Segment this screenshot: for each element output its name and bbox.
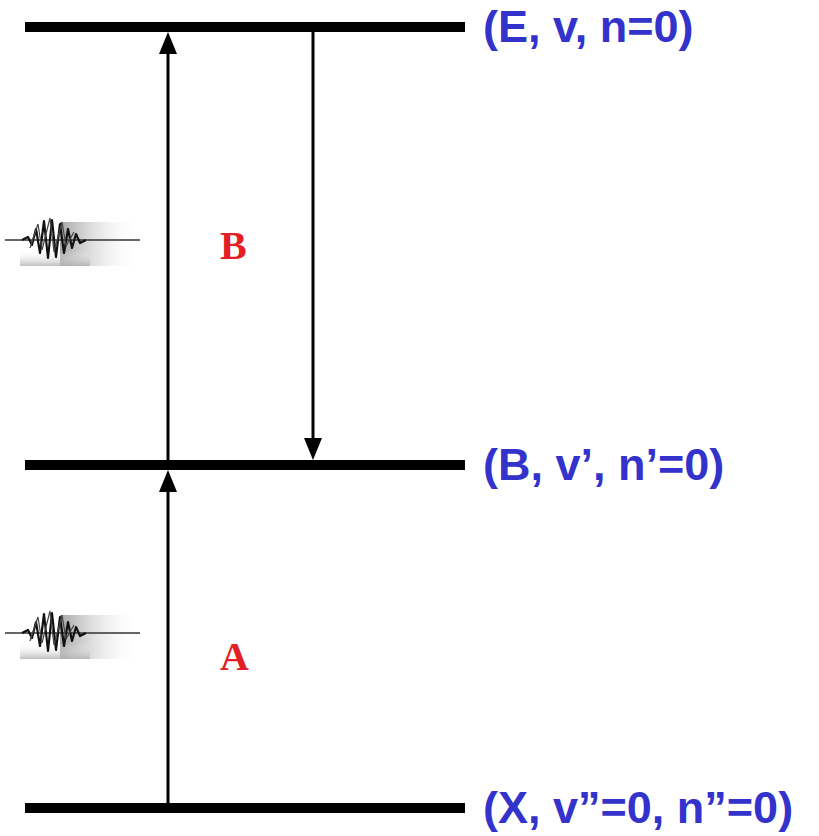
transition-label: A [220,635,249,679]
level-label: (E, v, n=0) [483,2,693,52]
arrow-head [159,32,177,54]
pulse-wave [22,613,86,651]
arrow-shaft [167,490,170,803]
pulse-wave [30,218,74,252]
arrow-shaft [312,32,315,440]
laser-pulse-icon [5,611,140,659]
transition-arrow [159,32,177,460]
energy-level: (E, v, n=0) [25,22,465,32]
level-label: (B, v’, n’=0) [483,440,724,490]
level-label: (X, v”=0, n”=0) [483,783,793,833]
energy-level: (X, v”=0, n”=0) [25,803,465,813]
transition-arrow [304,32,322,460]
transition-label: B [220,224,247,268]
pulse-wave [22,220,86,258]
transition-label-holder: A [220,635,249,679]
arrow-shaft [167,52,170,460]
pulse-wave [30,611,74,645]
arrow-head [304,438,322,460]
laser-pulse-icon [5,218,140,266]
energy-level: (B, v’, n’=0) [25,460,465,470]
transition-label-holder: B [220,224,247,268]
arrow-head [159,470,177,492]
transition-arrow [159,470,177,803]
